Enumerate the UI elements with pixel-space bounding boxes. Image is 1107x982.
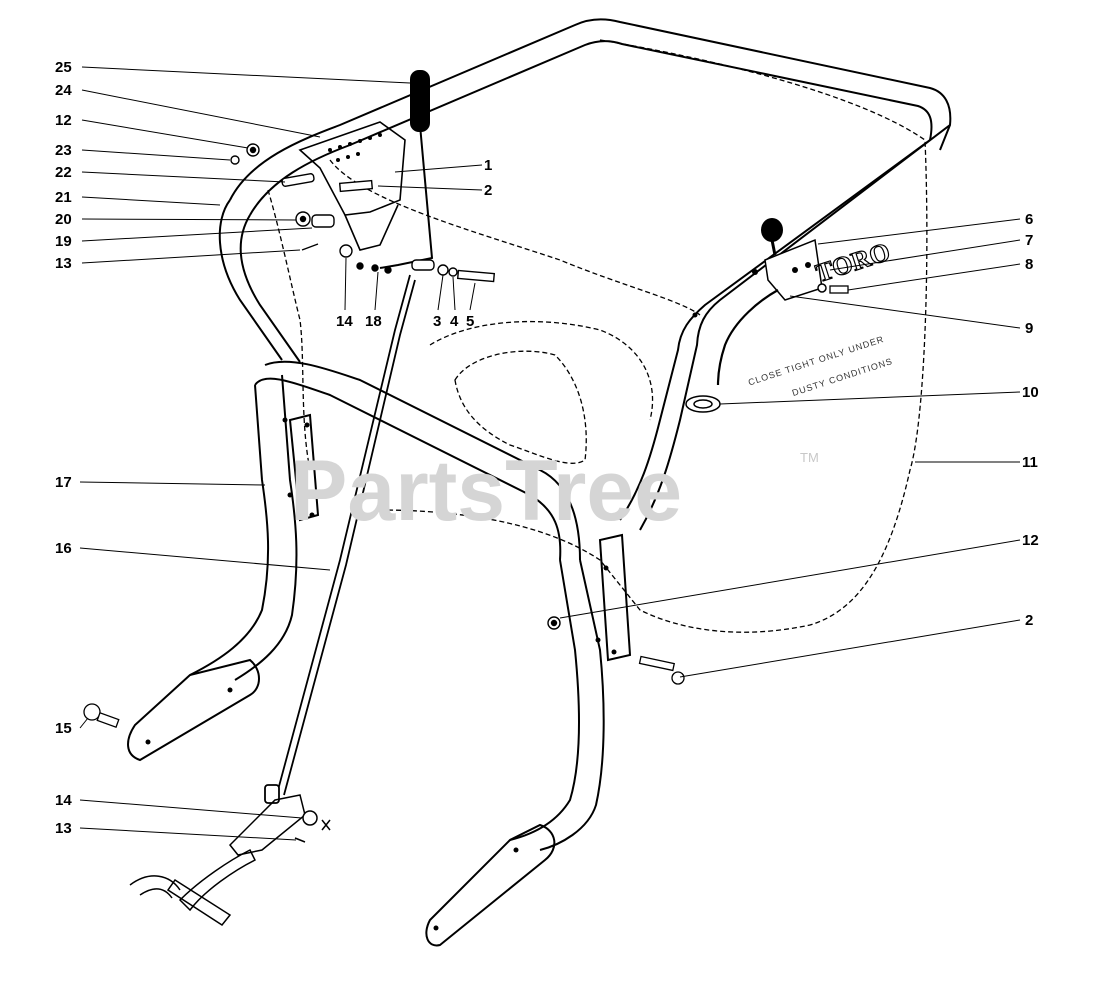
quadrant-notches [328,133,382,162]
callout-10: 10 [1022,384,1039,401]
callout-11: 11 [1022,454,1038,471]
lever-quadrant-plate [298,121,406,251]
callout-19: 19 [55,233,72,250]
callout-7: 7 [1025,232,1033,249]
grass-bag [267,39,928,633]
leader-lines [79,66,1021,841]
callout-25: 25 [55,59,72,76]
bellcrank-assembly [129,794,331,926]
callout-23: 23 [55,142,72,159]
bracket-nut [547,616,561,630]
callout-20: 20 [55,211,72,228]
callout-24: 24 [55,82,72,99]
callout-9: 9 [1025,320,1033,337]
callout-16: 16 [55,540,72,557]
callout-18: 18 [365,313,382,330]
control-rod [264,274,416,804]
foot-bolt [83,703,120,729]
hardware-holes [145,312,698,931]
callout-5: 5 [466,313,474,330]
callout-1: 1 [484,157,492,174]
callout-13-upper: 13 [55,255,72,272]
watermark-trademark: TM [800,450,819,465]
lower-handle-frame [127,360,632,947]
callout-15: 15 [55,720,72,737]
callout-2-upper: 2 [484,182,492,199]
callout-13-lower: 13 [55,820,72,837]
callout-6: 6 [1025,211,1033,228]
callout-8: 8 [1025,256,1033,273]
cable-clamp [685,395,721,413]
bracket-bolt [638,655,685,685]
callout-17: 17 [55,474,72,491]
callout-14-upper: 14 [336,313,353,330]
control-lever [379,70,434,269]
callout-4: 4 [450,313,459,330]
callout-labels: 25 24 12 23 22 21 20 19 13 14 18 3 4 5 1… [55,59,1039,837]
watermark-text: PartsTree [290,443,682,539]
callout-3: 3 [433,313,441,330]
callout-12-lower: 12 [1022,532,1039,549]
callout-21: 21 [55,189,72,206]
throttle-control [752,218,849,301]
callout-12-upper: 12 [55,112,72,129]
throttle-cable [716,289,779,386]
callout-22: 22 [55,164,72,181]
lever-hardware [230,143,496,283]
callout-14-lower: 14 [55,792,72,809]
callout-2-lower: 2 [1025,612,1033,629]
